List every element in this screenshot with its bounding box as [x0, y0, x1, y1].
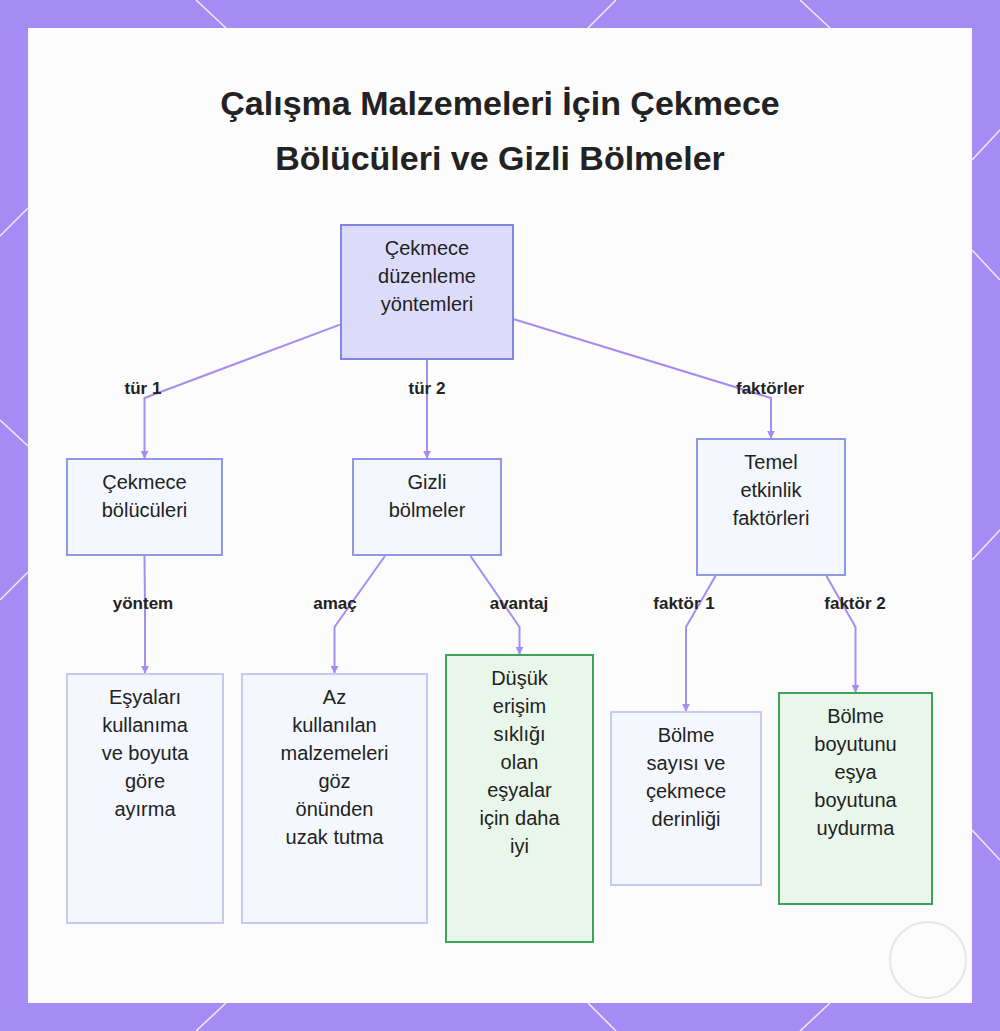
edge-label: faktörler — [736, 379, 804, 399]
node-label: Çekmece bölücüleri — [89, 468, 201, 524]
inner-panel — [28, 28, 972, 1003]
edge-label: avantaj — [490, 594, 549, 614]
process-box: Eşyaları kullanıma ve boyuta göre ayırma — [66, 673, 224, 924]
process-box: Düşük erişim sıklığı olan eşyalar için d… — [445, 654, 594, 943]
node-label: Bölme sayısı ve çekmece derinliği — [633, 721, 739, 833]
node-label: Temel etkinlik faktörleri — [715, 448, 827, 532]
node-label: Eşyaları kullanıma ve boyuta göre ayırma — [94, 683, 196, 823]
edge-label: yöntem — [113, 594, 173, 614]
process-box: Az kullanılan malzemeleri göz önünden uz… — [241, 673, 428, 924]
process-box: Bölme boyutunu eşya boyutuna uydurma — [778, 692, 933, 905]
node-label: Gizli bölmeler — [371, 468, 483, 524]
edge-label: faktör 1 — [653, 594, 714, 614]
connector-arrow — [335, 556, 386, 673]
process-box: Çekmece bölücüleri — [66, 458, 223, 556]
node-label: Bölme boyutunu eşya boyutuna uydurma — [806, 702, 906, 842]
diagram-title: Çalışma Malzemeleri İçin Çekmece Bölücül… — [160, 76, 840, 186]
node-label: Düşük erişim sıklığı olan eşyalar için d… — [475, 664, 565, 860]
edge-label: tür 2 — [409, 379, 446, 399]
connector-arrow — [145, 325, 341, 458]
panel-overlay — [28, 28, 972, 1003]
process-box: Temel etkinlik faktörleri — [696, 438, 846, 576]
connector-arrow — [827, 576, 856, 692]
node-label: Çekmece düzenleme yöntemleri — [371, 234, 483, 318]
connector-arrow — [144, 556, 147, 673]
connector-arrow — [426, 360, 428, 458]
logo-mark — [890, 922, 966, 998]
edge-label: tür 1 — [125, 379, 162, 399]
process-box: Gizli bölmeler — [352, 458, 502, 556]
connector-arrow — [514, 319, 771, 438]
process-box: Bölme sayısı ve çekmece derinliği — [610, 711, 762, 886]
node-label: Az kullanılan malzemeleri göz önünden uz… — [279, 683, 391, 851]
process-box: Çekmece düzenleme yöntemleri — [340, 224, 514, 360]
edge-label: amaç — [313, 594, 356, 614]
edge-label: faktör 2 — [824, 594, 885, 614]
